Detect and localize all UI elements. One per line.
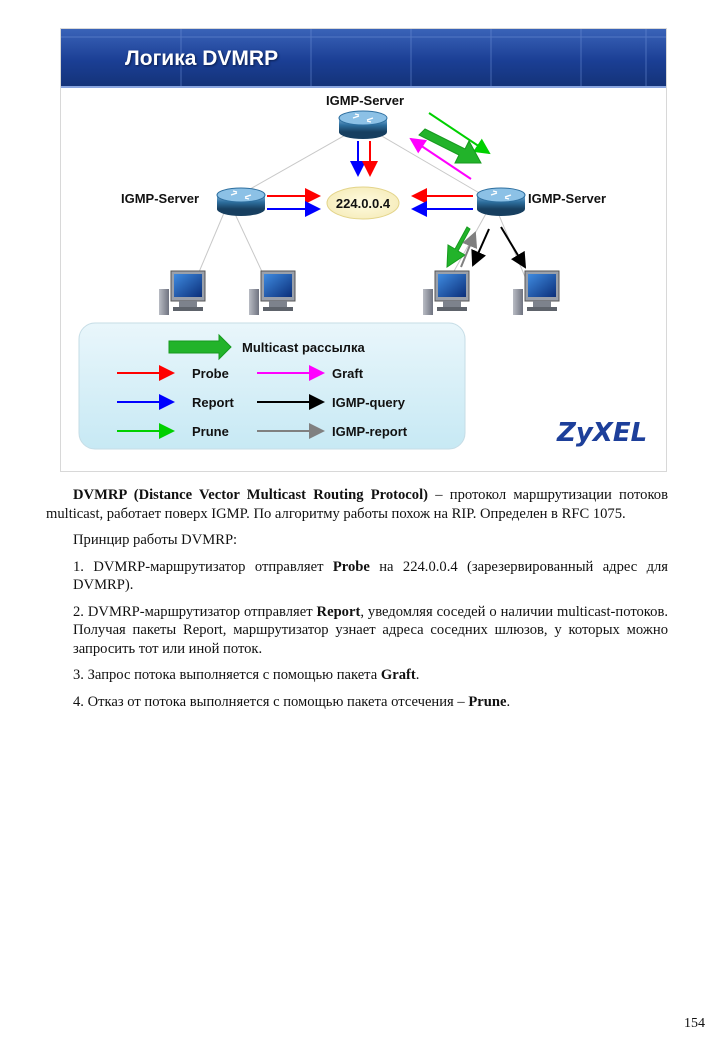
slide-header: Логика DVMRP [61,29,666,88]
computer-icon [513,270,560,315]
step-3-text: 3. Запрос потока выполняется с помощью п… [73,667,381,683]
multicast-address-bubble [326,186,400,220]
igmp-query-arrow-right [500,226,527,269]
computer-icon [249,270,296,315]
legend-igmp-query-label: IGMP-query [332,395,406,410]
step-3: 3. Запрос потока выполняется с помощью п… [46,666,668,685]
multicast-address-label: 224.0.0.4 [336,196,391,211]
server-right-label: IGMP-Server [528,191,606,206]
legend-multicast-label: Multicast рассылка [242,340,365,355]
page-number: 154 [684,1016,705,1031]
step-3-term: Graft [380,667,416,683]
header-grid-lines [61,29,666,86]
prune-arrow-top-right [428,112,491,155]
step-2-term: Report [316,603,361,620]
graft-arrow-top-right [409,137,472,180]
legend-probe-label: Probe [192,366,229,381]
igmp-query-arrow-left [471,228,490,267]
legend-prune-label: Prune [192,424,229,439]
legend-multicast-swatch [168,333,232,361]
server-top-label: IGMP-Server [326,93,404,108]
igmp-report-arrow [460,231,478,268]
zyxel-logo: ZyXEL [556,418,647,448]
server-left-label: IGMP-Server [121,191,199,206]
step-3-rest: . [415,667,420,683]
intro-term: DVMRP (Distance Vector Multicast Routing… [73,487,428,503]
slide-figure: Логика DVMRP [60,28,667,472]
step-4-text: 4. Отказ от потока выполняется с помощью… [73,693,469,710]
step-1: 1. DVMRP-маршрутизатор отправляет Probe … [46,558,668,595]
router-top-icon [338,110,388,139]
dvmrp-diagram: IGMP-Server IGMP-Server IGMP-Server 224.… [78,93,647,450]
step-1-text: 1. DVMRP-маршрутизатор отправляет [73,558,333,575]
legend-box [78,322,466,450]
intro-paragraph: DVMRP (Distance Vector Multicast Routing… [46,486,668,523]
legend-report-label: Report [192,395,235,410]
router-right-icon [476,187,526,216]
step-4-rest: . [506,693,511,710]
step-1-term: Probe [332,558,370,575]
legend-graft-label: Graft [332,366,364,381]
step-2: 2. DVMRP-маршрутизатор отправляет Report… [46,603,668,659]
step-1-rest: на 224.0.0.4 (зарезервированный адрес дл… [73,558,669,594]
multicast-arrow-down [446,226,471,268]
step-2-rest: , уведомляя соседей о наличии multicast-… [73,603,668,657]
legend-igmp-report-label: IGMP-report [332,424,408,439]
principle-heading: Принцир работы DVMRP: [73,532,238,548]
body-text: DVMRP (Distance Vector Multicast Routing… [46,486,668,719]
step-4-term: Prune [468,693,507,710]
intro-rest: – протокол маршрутизации потоков multica… [46,487,668,522]
computer-icon [159,270,206,315]
slide-title: Логика DVMRP [125,47,279,70]
computer-icon [423,270,470,315]
step-2-text: 2. DVMRP-маршрутизатор отправляет [73,603,317,620]
router-left-icon [216,187,266,216]
multicast-arrow-top-right [418,128,482,164]
step-4: 4. Отказ от потока выполняется с помощью… [46,693,668,712]
